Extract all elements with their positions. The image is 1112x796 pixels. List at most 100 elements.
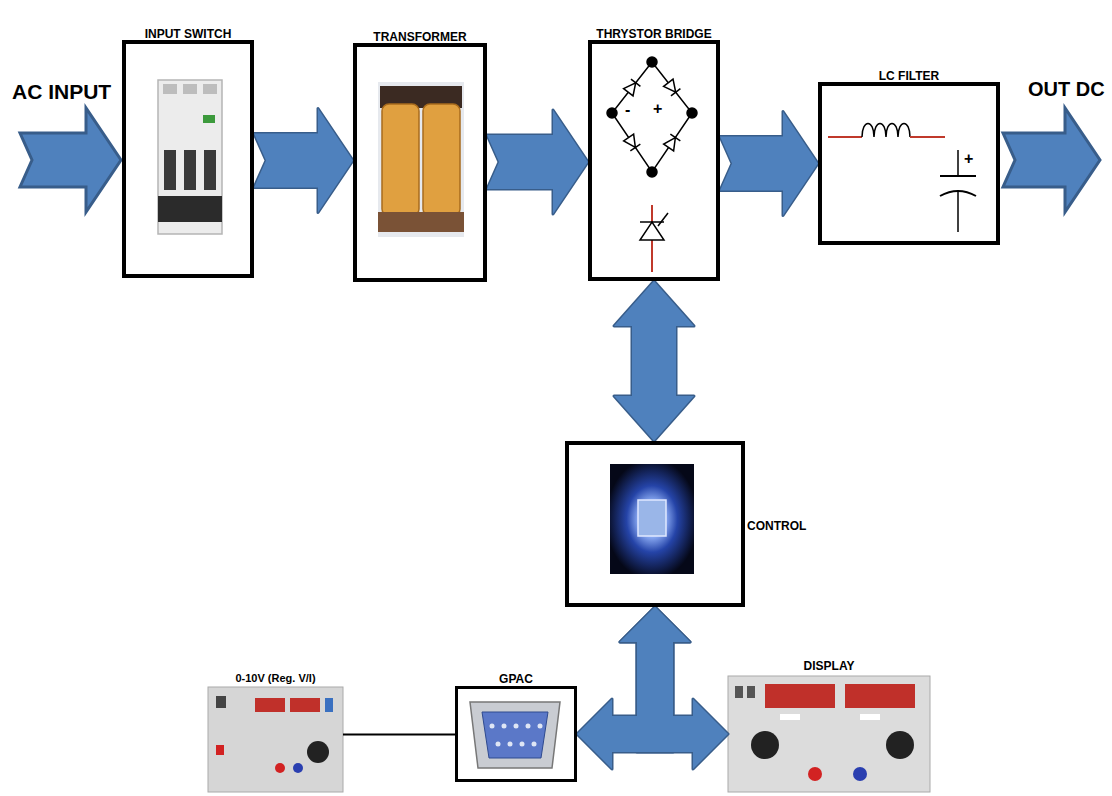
diode-bridge-symbol: [670, 134, 680, 141]
thyristor-symbol: [651, 240, 653, 272]
transformer-picture: [423, 104, 460, 216]
diode-bridge-symbol: [664, 79, 681, 96]
diode-bridge-symbol: [630, 144, 640, 151]
switch-box: INPUT SWITCH: [122, 40, 254, 278]
breaker-picture: [163, 84, 177, 94]
regulator-picture: [208, 687, 343, 792]
display-picture: [860, 714, 880, 720]
block-arrow-fill: [620, 607, 728, 769]
lc-filter-symbol: [940, 175, 976, 177]
diode-bridge-symbol: [664, 134, 681, 151]
connector-picture: [470, 702, 560, 768]
display-picture: [845, 684, 915, 708]
lc-filter-symbol: [957, 191, 959, 232]
connector-picture: [482, 712, 548, 758]
breaker-picture: [164, 150, 176, 190]
diode-bridge-symbol: [631, 79, 640, 86]
regulator-picture: [216, 696, 226, 708]
connector-picture: [514, 724, 519, 729]
regulator-picture: [208, 687, 343, 792]
connector-picture: [538, 724, 543, 729]
block-arrow: [720, 112, 818, 216]
connector-picture: [470, 702, 560, 768]
regulator-picture: [255, 698, 285, 712]
connector-fill-group: [254, 109, 818, 770]
cable-line: [343, 734, 455, 736]
block-arrow: [487, 110, 588, 214]
diode-bridge-symbol: [607, 57, 697, 177]
display-picture: [728, 676, 930, 792]
display-picture: [735, 686, 743, 698]
lc-filter-symbol: [910, 136, 945, 138]
box-heading: LC FILTER: [879, 70, 939, 83]
diode-bridge-symbol: [612, 62, 692, 172]
block-arrow: [614, 281, 694, 441]
diode-bridge-symbol: [607, 108, 617, 118]
breaker-picture: [158, 80, 222, 234]
regulator-panel: 0-10V (Reg. V/I): [208, 687, 343, 792]
display-picture: [808, 767, 822, 781]
chip-picture: [610, 464, 694, 574]
polarity-sign: +: [964, 150, 973, 168]
diode-bridge-symbol: [624, 79, 641, 96]
thyristor-symbol: [651, 205, 653, 222]
connector-picture: [532, 742, 537, 747]
display-picture: [751, 731, 779, 759]
diode-bridge-symbol: [664, 134, 681, 151]
display-picture: [747, 686, 755, 698]
box-heading: 0-10V (Reg. V/I): [235, 672, 315, 684]
lc-filter-symbol: [828, 136, 862, 138]
connector-picture: [508, 742, 513, 747]
box-heading: GPAC: [499, 673, 533, 686]
input-arrow: [20, 108, 121, 212]
display-picture: [728, 676, 930, 792]
display-picture: [853, 767, 867, 781]
block-arrow-fill: [487, 110, 588, 214]
box-heading: CONTROL: [747, 520, 806, 533]
transformer-picture: [382, 104, 419, 216]
breaker-picture: [184, 150, 196, 190]
diode-bridge-symbol: [664, 79, 681, 96]
breaker-picture: [203, 115, 215, 123]
thyristor-symbol: [640, 222, 664, 240]
regulator-picture: [307, 741, 329, 763]
box-heading: THRYSTOR BRIDGE: [596, 28, 711, 41]
input-label: AC INPUT: [12, 80, 111, 103]
gpac-box: GPAC: [455, 686, 577, 782]
bridge-box: THRYSTOR BRIDGE: [588, 40, 720, 281]
breaker-picture: [203, 84, 217, 94]
thyristor-symbol: [658, 213, 668, 226]
breaker-picture: [204, 150, 216, 190]
regulator-picture: [275, 763, 285, 773]
connector-picture: [490, 724, 495, 729]
output-arrow: [1003, 108, 1100, 212]
transformer-picture: [378, 212, 464, 232]
lc-filter-symbol: [862, 124, 910, 138]
breaker-picture: [158, 196, 222, 222]
output-label: OUT DC: [1028, 78, 1105, 100]
connector-outline-group: [254, 109, 818, 770]
polarity-sign: -: [625, 101, 630, 119]
diode-bridge-symbol: [647, 57, 657, 67]
box-heading: INPUT SWITCH: [145, 28, 232, 41]
display-picture: [765, 684, 835, 708]
diode-bridge-symbol: [647, 167, 657, 177]
connector-picture: [502, 724, 507, 729]
connector-picture: [526, 724, 531, 729]
diode-bridge-symbol: [624, 134, 641, 151]
transformer-box: TRANSFORMER: [353, 43, 487, 282]
connector-picture: [520, 742, 525, 747]
chip-picture: [610, 464, 694, 574]
block-arrow-fill: [720, 112, 818, 216]
breaker-picture: [158, 80, 222, 234]
box-heading: TRANSFORMER: [373, 31, 466, 44]
polarity-sign: +: [653, 100, 662, 118]
output-arrow: [1003, 108, 1100, 212]
diode-bridge-symbol: [687, 108, 697, 118]
display-panel: DISPLAY: [728, 676, 930, 792]
regulator-picture: [290, 698, 320, 712]
box-heading: DISPLAY: [804, 660, 855, 673]
block-arrow-fill: [254, 109, 353, 213]
